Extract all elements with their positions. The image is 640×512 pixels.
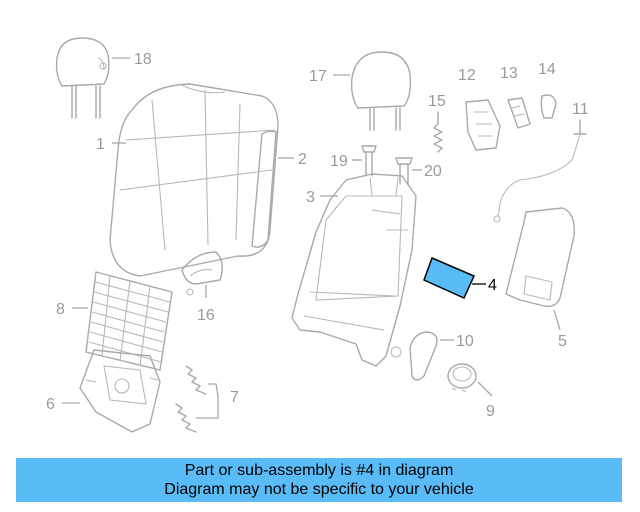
part-1-seatback-cushion bbox=[109, 83, 279, 277]
info-banner: Part or sub-assembly is #4 in diagram Di… bbox=[16, 458, 622, 502]
callout-20: 20 bbox=[424, 163, 442, 180]
callout-8: 8 bbox=[56, 301, 65, 318]
part-15-spring bbox=[433, 111, 443, 153]
part-17-headrest bbox=[350, 51, 412, 131]
callout-19: 19 bbox=[330, 153, 348, 170]
part-20-guide bbox=[395, 157, 413, 185]
part-2-back-panel bbox=[251, 130, 277, 248]
part-16-bracket bbox=[181, 251, 223, 296]
callout-7: 7 bbox=[230, 389, 239, 406]
callout-1: 1 bbox=[96, 136, 105, 153]
part-11-cable bbox=[493, 119, 587, 223]
banner-line-1: Part or sub-assembly is #4 in diagram bbox=[184, 462, 454, 479]
callout-2: 2 bbox=[298, 151, 307, 168]
callout-15: 15 bbox=[428, 93, 446, 110]
part-8-spring-mat bbox=[85, 271, 173, 371]
callout-10: 10 bbox=[456, 333, 474, 350]
part-19-guide bbox=[361, 145, 377, 177]
callout-16: 16 bbox=[197, 307, 215, 324]
callout-12: 12 bbox=[458, 67, 476, 84]
part-4-highlighted[interactable] bbox=[423, 256, 475, 299]
banner-line-2: Diagram may not be specific to your vehi… bbox=[164, 481, 474, 498]
part-5-back-trim bbox=[505, 207, 575, 308]
part-10-recliner-lever bbox=[409, 331, 438, 381]
part-14-lever bbox=[540, 94, 557, 119]
part-13-cover bbox=[507, 97, 531, 129]
callout-11: 11 bbox=[572, 101, 589, 118]
part-9-knob bbox=[447, 363, 477, 393]
callout-14: 14 bbox=[538, 61, 556, 78]
part-7-springs bbox=[175, 365, 207, 433]
callout-3: 3 bbox=[306, 189, 315, 206]
callout-9: 9 bbox=[486, 403, 495, 420]
callout-18: 18 bbox=[134, 51, 152, 68]
callout-4: 4 bbox=[488, 277, 497, 294]
callout-13: 13 bbox=[500, 65, 518, 82]
callout-5: 5 bbox=[558, 333, 567, 350]
callout-6: 6 bbox=[46, 396, 55, 413]
part-18-headrest bbox=[55, 37, 110, 119]
part-3-seatback-frame bbox=[291, 173, 417, 367]
callout-17: 17 bbox=[309, 68, 327, 85]
part-12-switch bbox=[465, 99, 501, 151]
part-6-lumbar-support bbox=[79, 349, 161, 433]
